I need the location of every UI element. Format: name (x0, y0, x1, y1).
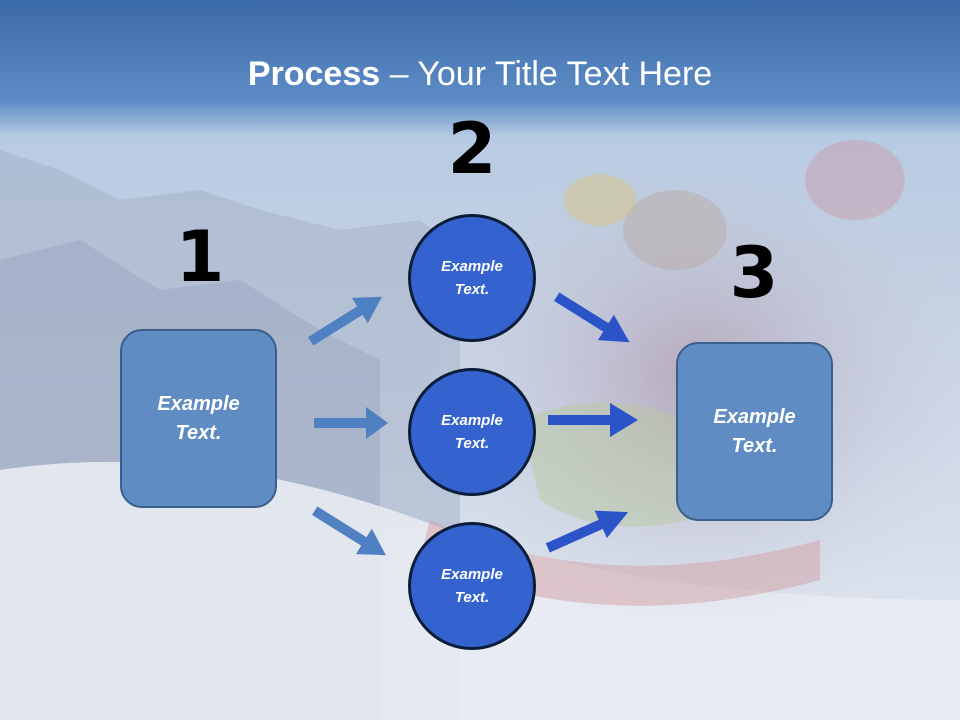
left-box-text: Example Text. (157, 392, 240, 444)
right-box-text: Example Text. (713, 405, 796, 457)
arrow-right-up (545, 510, 629, 553)
circle-bottom-text: Example Text. (441, 566, 503, 606)
step-number-1: 1 (175, 216, 225, 298)
circle-top[interactable]: Example Text. (408, 214, 536, 342)
title-rest: – Your Title Text Here (380, 55, 713, 93)
arrow-left-down (312, 506, 386, 556)
arrow-left-up (308, 296, 382, 346)
circle-bottom[interactable]: Example Text. (408, 522, 536, 650)
step-number-2: 2 (447, 108, 497, 190)
left-text-box[interactable]: Example Text. (120, 329, 277, 508)
arrow-right-down (554, 292, 630, 343)
arrow-left-middle (314, 407, 388, 439)
circle-middle-text: Example Text. (441, 412, 503, 452)
circle-middle[interactable]: Example Text. (408, 368, 536, 496)
circle-top-text: Example Text. (441, 258, 503, 298)
step-number-3: 3 (729, 232, 779, 314)
arrow-right-middle (548, 403, 638, 437)
right-text-box[interactable]: Example Text. (676, 342, 833, 521)
slide-title: Process – Your Title Text Here (0, 54, 960, 94)
title-bold: Process (247, 55, 381, 93)
